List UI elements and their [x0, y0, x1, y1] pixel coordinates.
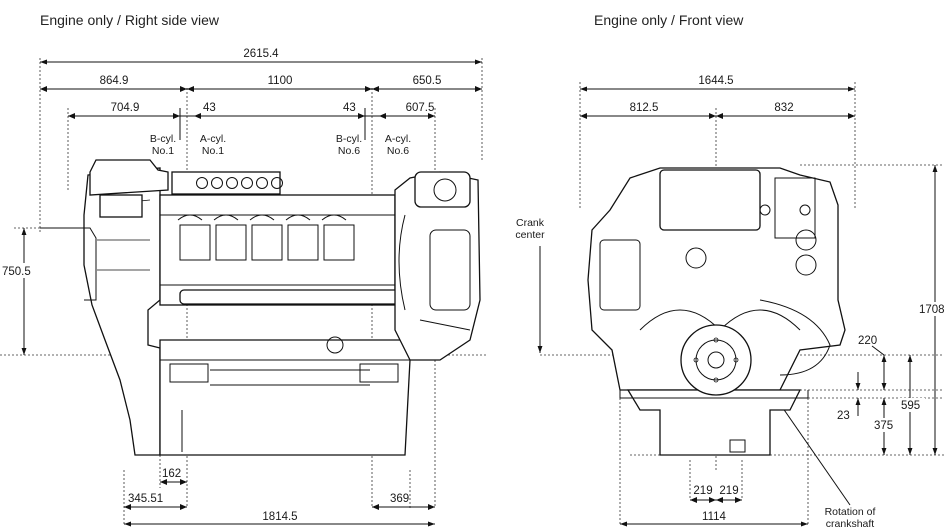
label-bcyl-no1-b: No.1 [152, 145, 174, 157]
dim-offset-rear: 43 [343, 102, 356, 114]
label-rotation-a: Rotation of [825, 506, 876, 518]
dim-220: 220 [858, 335, 877, 347]
dim-rear-to-acyl: 607.5 [406, 102, 435, 114]
dim-mount-span: 1814.5 [262, 511, 297, 523]
dim-rear-overhang: 650.5 [413, 75, 442, 87]
dim-offset-front: 43 [203, 102, 216, 114]
front-view-title: Engine only / Front view [594, 12, 744, 28]
dim-cylinder-span: 1100 [268, 75, 293, 87]
dim-23: 23 [837, 410, 850, 422]
engine-side-illustration [40, 159, 481, 456]
label-rotation-b: crankshaft [826, 518, 875, 530]
dim-375: 375 [874, 420, 893, 432]
dim-right-width: 832 [774, 102, 793, 114]
dim-lower-offset: 162 [162, 468, 181, 480]
dim-overall-height: 1708 [919, 304, 945, 316]
label-crank-a: Crank [516, 217, 545, 229]
dim-left-width: 812.5 [630, 102, 659, 114]
dim-lower-front: 345.51 [128, 493, 163, 505]
engine-front-illustration [587, 167, 846, 456]
dim-mount-width: 1114 [702, 511, 726, 523]
label-bcyl-no6-a: B-cyl. [336, 133, 362, 145]
dim-front-to-crank: 864.9 [100, 75, 129, 87]
label-acyl-no1-b: No.1 [202, 145, 224, 157]
label-bcyl-no6-b: No.6 [338, 145, 360, 157]
side-view: 2615.4 864.9 1100 650.5 704.9 43 43 607.… [0, 48, 486, 527]
dim-foot-right: 219 [719, 485, 738, 497]
dim-overall-length: 2615.4 [243, 48, 279, 60]
label-acyl-no6-b: No.6 [387, 145, 409, 157]
dim-595: 595 [901, 400, 920, 412]
dim-crank-height: 750.5 [2, 266, 31, 278]
front-view: 1644.5 812.5 832 Crank center 1708 220 2… [515, 75, 946, 530]
label-acyl-no6-a: A-cyl. [385, 133, 411, 145]
label-bcyl-no1-a: B-cyl. [150, 133, 176, 145]
side-view-title: Engine only / Right side view [40, 12, 219, 28]
dim-front-to-bcyl: 704.9 [111, 102, 140, 114]
dim-rear-lower: 369 [390, 493, 409, 505]
dim-foot-left: 219 [693, 485, 712, 497]
dim-overall-width: 1644.5 [698, 75, 733, 87]
label-acyl-no1-a: A-cyl. [200, 133, 226, 145]
label-crank-b: center [515, 229, 545, 241]
